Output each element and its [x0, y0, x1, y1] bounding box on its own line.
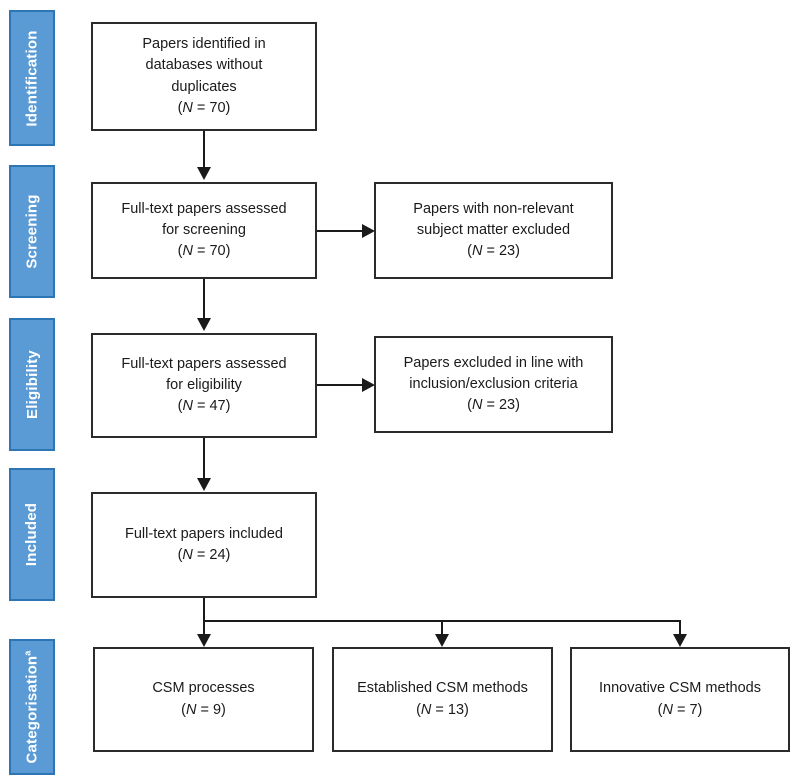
stage-tab-identification: Identification: [9, 10, 55, 146]
count-value: = 13): [431, 701, 469, 718]
box-category-established-csm-methods-count: (N = 13): [416, 702, 469, 718]
connector-branch-established: [441, 620, 443, 637]
count-value: = 9): [196, 701, 226, 718]
box-eligibility-excluded-line1: Papers excluded in line with: [403, 354, 584, 371]
arrowhead-eligibility-to-included: [197, 478, 211, 491]
box-eligibility-assessed-text: Full-text papers assessed for eligibility…: [121, 354, 286, 417]
count-prefix: (: [177, 99, 183, 116]
box-papers-identified-count: (N = 70): [178, 100, 231, 116]
count-value: = 47): [192, 398, 231, 414]
box-category-csm-processes-line1: CSM processes: [152, 680, 255, 697]
box-category-established-csm-methods: Established CSM methods (N = 13): [332, 647, 553, 752]
count-prefix: (: [181, 701, 186, 718]
count-n-symbol: N: [471, 243, 483, 259]
box-eligibility-excluded-text: Papers excluded in line with inclusion/ex…: [404, 353, 584, 416]
box-eligibility-excluded-count: (N = 23): [467, 397, 520, 413]
count-prefix: (: [467, 397, 472, 413]
stage-label-categorisation: Categorisationa: [23, 650, 41, 763]
box-category-csm-processes-count: (N = 9): [181, 702, 226, 718]
box-screening-assessed-count: (N = 70): [178, 243, 231, 259]
box-category-csm-processes: CSM processes (N = 9): [93, 647, 314, 752]
connector-included-trunk: [203, 598, 205, 622]
count-value: = 7): [672, 701, 703, 718]
count-value: = 24): [192, 547, 231, 563]
box-papers-included-count: (N = 24): [178, 547, 231, 563]
connector-eligibility-to-excluded: [317, 384, 364, 386]
count-prefix: (: [467, 243, 472, 259]
box-category-innovative-csm-methods-line1: Innovative CSM methods: [599, 680, 761, 697]
box-eligibility-assessed: Full-text papers assessed for eligibility…: [91, 333, 317, 438]
stage-label-categorisation-superscript: a: [23, 650, 34, 656]
connector-screening-to-excluded: [317, 230, 364, 232]
count-n-symbol: N: [182, 99, 193, 116]
box-papers-identified-line1: Papers identified in: [142, 36, 266, 53]
box-papers-included-text: Full-text papers included (N = 24): [125, 524, 283, 566]
count-value: = 23): [482, 243, 520, 259]
stage-tab-included: Included: [9, 468, 55, 601]
count-n-symbol: N: [471, 397, 483, 413]
box-eligibility-assessed-count: (N = 47): [178, 398, 231, 414]
count-prefix: (: [657, 701, 663, 718]
box-screening-assessed-line2: for screening: [162, 221, 246, 238]
count-n-symbol: N: [182, 547, 193, 563]
box-papers-included-line1: Full-text papers included: [125, 525, 283, 542]
stage-label-categorisation-text: Categorisation: [24, 655, 42, 764]
box-screening-excluded-count: (N = 23): [467, 243, 520, 259]
box-category-innovative-csm-methods-count: (N = 7): [658, 702, 703, 718]
box-screening-assessed-text: Full-text papers assessed for screening (N…: [121, 199, 286, 262]
arrowhead-identified-to-screening: [197, 167, 211, 180]
connector-eligibility-to-included: [203, 438, 205, 480]
count-prefix: (: [416, 701, 421, 718]
box-category-innovative-csm-methods: Innovative CSM methods (N = 7): [570, 647, 790, 752]
connector-screening-to-eligibility: [203, 279, 205, 320]
stage-tab-eligibility: Eligibility: [9, 318, 55, 451]
count-prefix: (: [177, 547, 183, 563]
box-papers-identified-line2: databases without: [145, 57, 263, 74]
stage-label-included: Included: [23, 502, 41, 567]
box-category-established-csm-methods-text: Established CSM methods (N = 13): [357, 678, 528, 720]
box-screening-assessed: Full-text papers assessed for screening (N…: [91, 182, 317, 279]
box-category-csm-processes-text: CSM processes (N = 9): [152, 678, 254, 720]
arrowhead-screening-to-eligibility: [197, 318, 211, 331]
arrowhead-eligibility-to-excluded: [362, 378, 375, 392]
arrowhead-branch-established: [435, 634, 449, 647]
count-value: = 70): [192, 99, 231, 116]
box-papers-identified: Papers identified in databases without dup…: [91, 22, 317, 131]
stage-tab-categorisation: Categorisationa: [9, 639, 55, 775]
box-screening-excluded-line2: subject matter excluded: [416, 221, 571, 238]
count-value: = 70): [192, 243, 231, 259]
count-n-symbol: N: [182, 243, 193, 259]
box-eligibility-assessed-line2: for eligibility: [166, 376, 242, 393]
count-value: = 23): [482, 397, 520, 413]
arrowhead-screening-to-excluded: [362, 224, 375, 238]
box-screening-excluded: Papers with non-relevant subject matter e…: [374, 182, 613, 279]
box-category-established-csm-methods-line1: Established CSM methods: [357, 680, 528, 697]
arrowhead-branch-innovative: [673, 634, 687, 647]
box-papers-identified-line3: duplicates: [171, 78, 237, 95]
box-screening-excluded-line1: Papers with non-relevant: [413, 200, 574, 217]
connector-branch-innovative: [679, 620, 681, 637]
box-screening-assessed-line1: Full-text papers assessed: [121, 200, 287, 217]
box-eligibility-assessed-line1: Full-text papers assessed: [121, 355, 287, 372]
connector-branch-processes: [203, 620, 205, 637]
stage-label-eligibility: Eligibility: [23, 350, 41, 419]
stage-label-identification: Identification: [23, 29, 41, 127]
arrowhead-branch-processes: [197, 634, 211, 647]
box-category-innovative-csm-methods-text: Innovative CSM methods (N = 7): [599, 678, 761, 720]
count-n-symbol: N: [182, 398, 193, 414]
count-prefix: (: [177, 243, 183, 259]
box-papers-included: Full-text papers included (N = 24): [91, 492, 317, 598]
box-papers-identified-text: Papers identified in databases without dup…: [142, 34, 265, 118]
box-eligibility-excluded-line2: inclusion/exclusion criteria: [409, 375, 578, 392]
box-eligibility-excluded: Papers excluded in line with inclusion/ex…: [374, 336, 613, 433]
count-n-symbol: N: [185, 701, 197, 718]
count-prefix: (: [177, 398, 183, 414]
stage-tab-screening: Screening: [9, 165, 55, 298]
stage-label-screening: Screening: [23, 194, 41, 269]
count-n-symbol: N: [662, 701, 673, 718]
box-screening-excluded-text: Papers with non-relevant subject matter e…: [413, 199, 573, 262]
connector-identified-to-screening: [203, 131, 205, 169]
count-n-symbol: N: [420, 701, 432, 718]
